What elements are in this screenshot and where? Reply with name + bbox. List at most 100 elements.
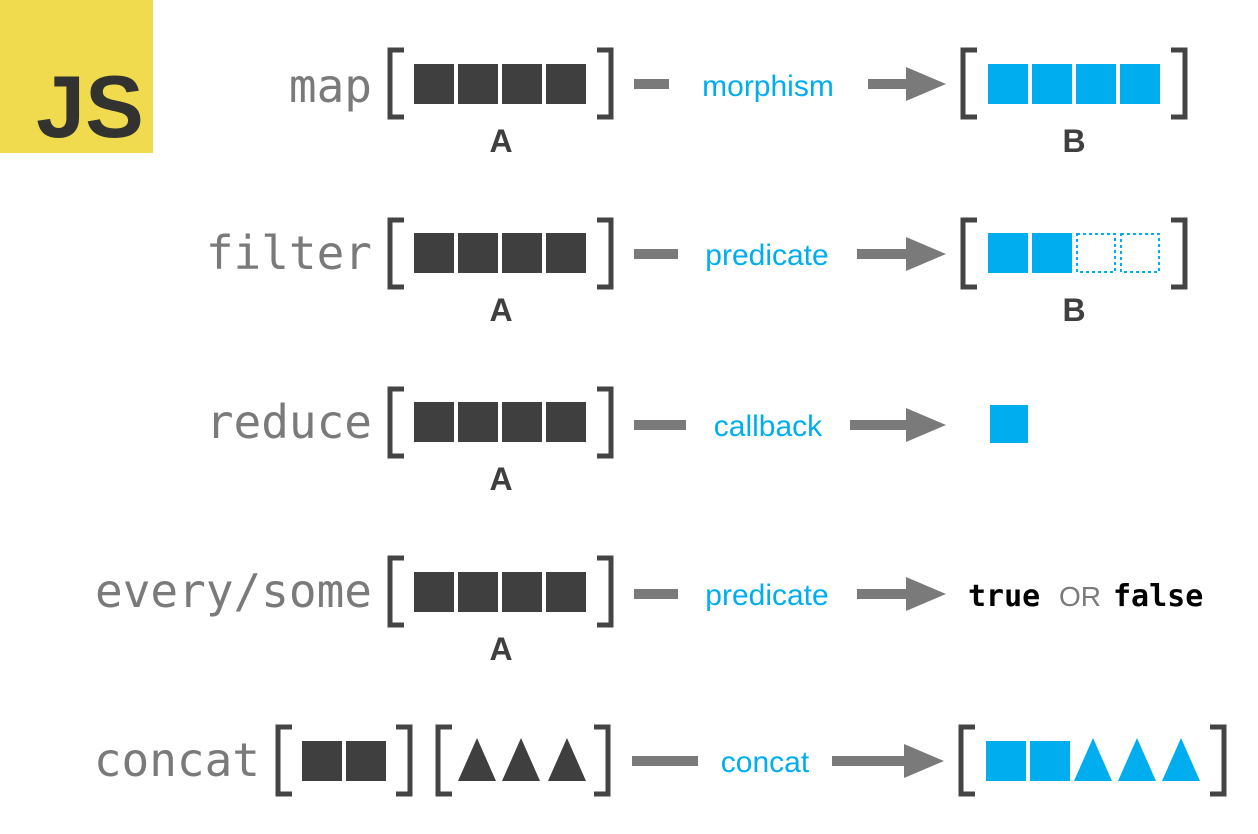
array-item — [458, 402, 498, 442]
array-item — [988, 233, 1028, 273]
array-item — [302, 741, 342, 781]
array-item — [414, 64, 454, 104]
left-bracket — [387, 555, 404, 628]
right-bracket — [597, 217, 614, 290]
single-result-item — [990, 405, 1028, 443]
row-filter: filter A predicate B — [206, 217, 1188, 328]
input-label-a: A — [489, 631, 512, 667]
js-logo-background — [0, 0, 153, 153]
operation-label-predicate: predicate — [705, 579, 828, 612]
array-item — [458, 572, 498, 612]
left-bracket — [275, 724, 292, 797]
row-every-some: every/some A predicate true OR false — [95, 555, 1203, 667]
left-bracket — [387, 386, 404, 459]
right-bracket — [594, 724, 611, 797]
removed-array-item — [1120, 233, 1160, 273]
arrow — [850, 408, 946, 442]
triangle-item — [502, 738, 540, 781]
left-bracket — [960, 47, 977, 120]
js-logo-text: JS — [36, 57, 144, 156]
right-bracket — [1171, 217, 1188, 290]
triangle-item — [458, 738, 496, 781]
input-array-reduce — [387, 386, 614, 459]
method-label-map: map — [289, 59, 372, 113]
input-array-every-some — [387, 555, 614, 628]
output-array-concat — [958, 724, 1227, 797]
arrow — [857, 577, 946, 611]
result-false: false — [1113, 579, 1203, 614]
method-label-concat: concat — [94, 733, 260, 787]
output-array-filter — [960, 217, 1188, 290]
triangle-item — [1118, 738, 1156, 781]
connector-dash — [634, 79, 669, 89]
boolean-result: true OR false — [968, 579, 1203, 614]
input-array-filter — [387, 217, 614, 290]
input-array-map — [387, 47, 614, 120]
array-item — [502, 64, 542, 104]
connector-dash — [634, 589, 678, 599]
array-item — [546, 64, 586, 104]
output-label-b: B — [1062, 123, 1085, 159]
operation-label-concat: concat — [721, 746, 810, 779]
triangle-item — [1162, 738, 1200, 781]
right-bracket — [597, 555, 614, 628]
array-item — [502, 233, 542, 273]
array-item — [346, 741, 386, 781]
left-bracket — [958, 724, 975, 797]
output-label-b: B — [1062, 292, 1085, 328]
array-item — [502, 572, 542, 612]
array-item — [414, 572, 454, 612]
array-item — [546, 402, 586, 442]
removed-array-item — [1076, 233, 1116, 273]
array-item — [502, 402, 542, 442]
arrow — [832, 744, 944, 778]
array-item — [1032, 233, 1072, 273]
arrow — [857, 237, 946, 271]
triangle-item — [1074, 738, 1112, 781]
array-item — [458, 233, 498, 273]
array-item — [1032, 64, 1072, 104]
array-item — [546, 572, 586, 612]
array-item — [414, 402, 454, 442]
input-label-a: A — [489, 292, 512, 328]
array-item — [986, 741, 1026, 781]
method-label-reduce: reduce — [206, 395, 372, 449]
connector-dash — [634, 420, 686, 430]
method-label-every-some: every/some — [95, 564, 372, 618]
array-item — [1076, 64, 1116, 104]
row-concat: concat concat — [94, 724, 1227, 797]
operation-label-morphism: morphism — [702, 70, 834, 103]
right-bracket — [396, 724, 413, 797]
arrow — [868, 67, 946, 101]
array-item — [1030, 741, 1070, 781]
input-array-triangles — [435, 724, 611, 797]
js-logo: JS — [0, 0, 153, 156]
connector-dash — [632, 756, 698, 766]
output-array-map — [960, 47, 1188, 120]
array-item — [1120, 64, 1160, 104]
array-item — [546, 233, 586, 273]
operation-label-callback: callback — [714, 410, 823, 443]
input-label-a: A — [489, 123, 512, 159]
right-bracket — [597, 47, 614, 120]
array-item — [458, 64, 498, 104]
input-array-squares — [275, 724, 413, 797]
right-bracket — [597, 386, 614, 459]
right-bracket — [1171, 47, 1188, 120]
triangle-item — [548, 738, 586, 781]
array-item — [988, 64, 1028, 104]
input-label-a: A — [489, 461, 512, 497]
operation-label-predicate: predicate — [705, 239, 828, 272]
method-label-filter: filter — [206, 226, 372, 280]
left-bracket — [387, 217, 404, 290]
left-bracket — [387, 47, 404, 120]
row-map: map A morphism B — [289, 47, 1188, 159]
left-bracket — [435, 724, 452, 797]
right-bracket — [1210, 724, 1227, 797]
connector-dash — [634, 249, 678, 259]
left-bracket — [960, 217, 977, 290]
result-true: true — [968, 579, 1040, 614]
array-item — [414, 233, 454, 273]
result-or: OR — [1059, 581, 1101, 612]
